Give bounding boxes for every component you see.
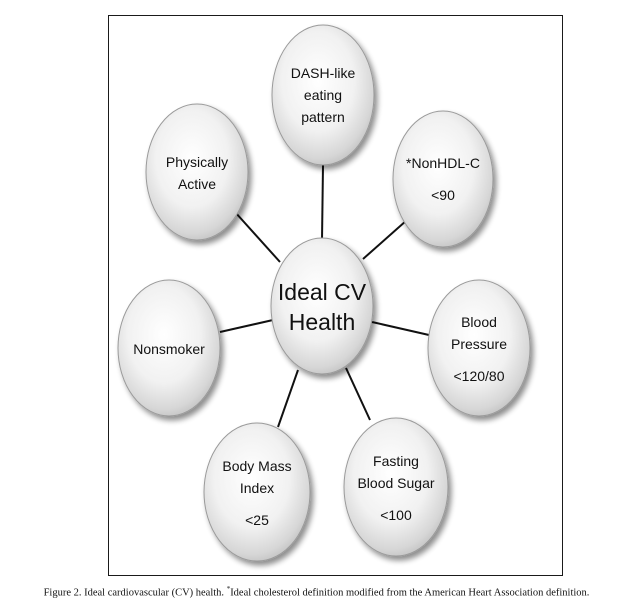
connector-nonhdl (362, 219, 408, 260)
node-dash-line-3: pattern (301, 109, 345, 125)
node-bmi-line-2: Index (239, 480, 275, 496)
node-active-line-1: Physically (165, 154, 229, 170)
caption-prefix: Figure 2. Ideal cardiovascular (CV) heal… (43, 587, 227, 599)
node-bubble-bp (427, 279, 531, 417)
node-sugar-line-2: Blood Sugar (357, 475, 435, 491)
node-bmi-line-3: <25 (245, 512, 269, 528)
figure-caption: Figure 2. Ideal cardiovascular (CV) heal… (0, 585, 633, 599)
connector-lines (219, 164, 430, 428)
center-line-2: Health (288, 309, 356, 335)
connector-dash (321, 164, 324, 241)
node-bubble-smoker (117, 279, 221, 417)
connector-bp (371, 321, 430, 336)
node-bp-line-1: Blood (461, 314, 497, 330)
node-bubble-dash (271, 24, 375, 166)
node-sugar-line-3: <100 (380, 507, 412, 523)
node-sugar: Fasting Blood Sugar <100 (344, 420, 448, 556)
node-bubble-bmi (203, 422, 311, 562)
node-bp-line-2: Pressure (450, 336, 508, 352)
node-bubble-nonhdl (392, 110, 494, 248)
node-dash-line-1: DASH-like (290, 65, 356, 81)
node-smoker: Nonsmoker (118, 282, 220, 416)
node-bp-line-3: <120/80 (453, 368, 505, 384)
node-bp: Blood Pressure <120/80 (428, 282, 530, 416)
node-dash-line-2: eating (303, 87, 343, 103)
node-nonhdl: *NonHDL-C <90 (393, 112, 493, 246)
node-smoker-line-1: Nonsmoker (133, 341, 205, 357)
caption-rest: Ideal cholesterol definition modified fr… (230, 587, 590, 599)
node-nonhdl-line-2: <90 (431, 187, 455, 203)
connector-smoker (219, 319, 274, 333)
node-sugar-line-1: Fasting (373, 453, 419, 469)
center-bubble (270, 237, 374, 375)
caption-marker: * (226, 585, 231, 593)
node-bubble-active (145, 103, 249, 241)
center-node: Ideal CV Health (271, 240, 373, 374)
node-bubble-sugar (343, 417, 449, 557)
node-dash: DASH-like eating pattern (272, 30, 374, 160)
center-line-1: Ideal CV (277, 279, 367, 305)
node-active: Physically Active (146, 106, 248, 240)
connector-active (234, 211, 281, 263)
node-nonhdl-line-1: *NonHDL-C (406, 155, 480, 171)
node-bmi-line-1: Body Mass (222, 458, 292, 474)
node-active-line-2: Active (177, 176, 217, 192)
node-bmi: Body Mass Index <25 (204, 425, 310, 561)
connector-bmi (277, 369, 299, 428)
connector-sugar (345, 367, 371, 421)
